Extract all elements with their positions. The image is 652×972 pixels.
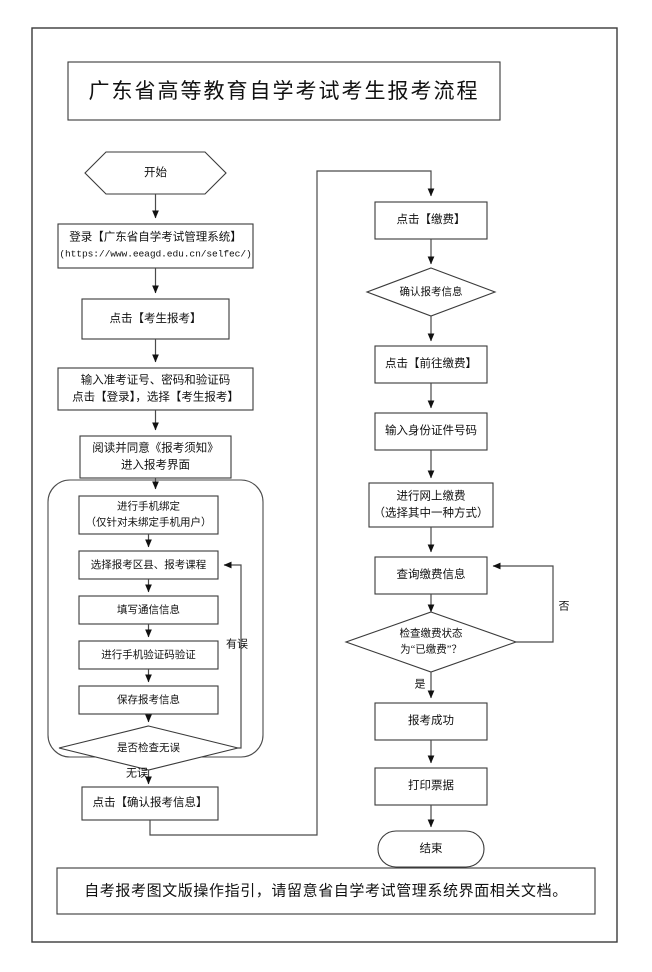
label-branch-error: 有误 bbox=[226, 637, 248, 651]
connector-no-loop bbox=[492, 562, 554, 643]
node-print-receipt-box bbox=[374, 767, 488, 806]
node-query-pay-label: 查询缴费信息 bbox=[397, 567, 466, 581]
node-start-label: 开始 bbox=[144, 165, 167, 179]
label-branch-ok: 无误 bbox=[126, 767, 148, 780]
node-online-pay-box bbox=[368, 482, 494, 528]
label-branch-no: 否 bbox=[559, 601, 570, 613]
node-credentials-line2: 点击【登录】，选择【考生报考】 bbox=[72, 390, 239, 404]
page-border bbox=[31, 27, 618, 943]
node-online-pay-line2: （选择其中一种方式） bbox=[374, 506, 489, 520]
node-notice-line2: 进入报考界面 bbox=[121, 458, 190, 472]
node-check-status-line1: 检查缴费状态 bbox=[400, 626, 463, 639]
node-click-register-label: 点击【考生报考】 bbox=[110, 311, 202, 325]
node-confirm-label: 点击【确认报考信息】 bbox=[93, 795, 208, 809]
node-input-id-box bbox=[374, 412, 488, 451]
connector-error-loop bbox=[223, 561, 242, 749]
node-success-label: 报考成功 bbox=[408, 713, 454, 727]
node-verify-sms-label: 进行手机验证码验证 bbox=[101, 648, 196, 661]
node-login-url: (https://www.eeagd.edu.cn/selfec/) bbox=[59, 249, 251, 260]
node-confirm-box bbox=[81, 786, 219, 821]
node-goto-pay-box bbox=[374, 345, 488, 384]
node-select-courses-box bbox=[78, 550, 219, 580]
node-online-pay-line1: 进行网上缴费 bbox=[397, 489, 466, 503]
node-login-box bbox=[57, 223, 254, 269]
node-save-info-label: 保存报考信息 bbox=[117, 693, 180, 706]
node-end-label: 结束 bbox=[420, 842, 443, 855]
node-credentials-box bbox=[57, 367, 254, 411]
node-select-courses-label: 选择报考区县、报考课程 bbox=[91, 558, 207, 571]
node-check-status-line2: 为“已缴费”？ bbox=[400, 642, 462, 655]
node-success-box bbox=[374, 702, 488, 741]
node-bind-phone-line2: （仅针对未绑定手机用户） bbox=[86, 515, 212, 528]
node-start-shape bbox=[84, 151, 227, 195]
node-fill-contact-box bbox=[78, 595, 219, 625]
node-check-status-shape bbox=[344, 611, 518, 673]
page-title: 广东省高等教育自学考试考生报考流程 bbox=[89, 79, 480, 103]
node-query-pay-box bbox=[374, 556, 488, 595]
node-input-id-label: 输入身份证件号码 bbox=[385, 423, 477, 437]
connector-confirm-to-pay bbox=[149, 170, 435, 836]
footer-box bbox=[56, 867, 596, 915]
node-check-decision-label: 是否检查无误 bbox=[117, 741, 180, 754]
node-save-info-box bbox=[78, 685, 219, 715]
node-bind-phone-box bbox=[78, 495, 219, 535]
node-click-register-box bbox=[81, 298, 230, 340]
node-click-pay-label: 点击【缴费】 bbox=[397, 212, 466, 226]
label-branch-yes: 是 bbox=[415, 678, 426, 691]
node-notice-box bbox=[79, 435, 232, 479]
node-confirm-info-label: 确认报考信息 bbox=[400, 285, 463, 298]
title-box bbox=[67, 61, 501, 121]
node-notice-line1: 阅读并同意《报考须知》 bbox=[92, 441, 219, 455]
node-credentials-line1: 输入准考证号、密码和验证码 bbox=[81, 373, 231, 387]
node-print-receipt-label: 打印票据 bbox=[408, 778, 454, 792]
node-end-stadium bbox=[377, 830, 485, 868]
node-fill-contact-label: 填写通信信息 bbox=[117, 603, 180, 616]
node-goto-pay-label: 点击【前往缴费】 bbox=[385, 356, 477, 370]
node-bind-phone-line1: 进行手机绑定 bbox=[117, 499, 180, 512]
node-verify-sms-box bbox=[78, 640, 219, 670]
footer-note: 自考报考图文版操作指引，请留意省自学考试管理系统界面相关文档。 bbox=[84, 881, 568, 899]
node-login-line1: 登录【广东省自学考试管理系统】 bbox=[69, 230, 242, 244]
node-click-pay-box bbox=[374, 201, 488, 240]
